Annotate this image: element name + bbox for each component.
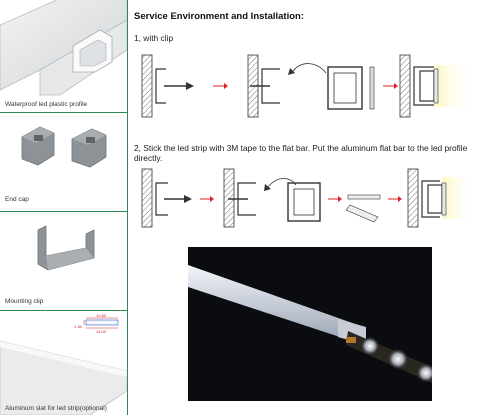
panel-divider bbox=[0, 112, 127, 113]
step-1-text: 1, with clip bbox=[134, 33, 174, 43]
arrow-icon bbox=[388, 196, 402, 202]
product-caption-profile: Waterproof led plastic profile bbox=[5, 101, 88, 108]
installed-led-photo bbox=[188, 247, 432, 401]
product-caption-slat: Aluminum slat for led strip(optional) bbox=[5, 405, 107, 412]
arrow-icon bbox=[328, 196, 342, 202]
aluminum-slat-image bbox=[0, 317, 127, 415]
panel-divider bbox=[0, 211, 127, 212]
step-2-text: 2, Stick the led strip with 3M tape to t… bbox=[134, 143, 468, 163]
column-divider bbox=[127, 0, 128, 415]
led-strip-drawing bbox=[345, 194, 381, 223]
wall-stage-2 bbox=[223, 168, 256, 228]
profile-clip-drawing bbox=[327, 66, 375, 110]
arrow-icon bbox=[383, 83, 398, 89]
end-cap-image bbox=[21, 126, 107, 168]
step-2-diagram bbox=[141, 168, 476, 228]
slat-top-width-dimension: 12.80 bbox=[96, 313, 107, 318]
wall-stage-3 bbox=[399, 54, 476, 118]
profile-drawing bbox=[287, 182, 321, 222]
arrow-icon bbox=[213, 83, 228, 89]
product-slat-panel: 1.35 12.80 14.00 Aluminum slat for led s… bbox=[0, 311, 127, 415]
panel-divider bbox=[0, 310, 127, 311]
product-caption-endcap: End cap bbox=[5, 196, 29, 203]
wall-stage-3 bbox=[407, 168, 476, 228]
product-clip-panel: Mounting clip bbox=[0, 212, 127, 310]
wall-stage-2 bbox=[247, 54, 280, 118]
step-1-diagram bbox=[141, 54, 476, 118]
product-column: Waterproof led plastic profile End cap bbox=[0, 0, 127, 415]
mounting-clip-image bbox=[37, 225, 95, 271]
wall-stage-1 bbox=[141, 168, 192, 228]
wall-stage-1 bbox=[141, 54, 194, 118]
slat-bottom-width-dimension: 14.00 bbox=[96, 329, 107, 334]
product-endcap-panel: End cap bbox=[0, 113, 127, 211]
product-profile-panel: Waterproof led plastic profile bbox=[0, 0, 127, 112]
profile-image bbox=[0, 0, 127, 96]
section-title: Service Environment and Installation: bbox=[134, 11, 304, 22]
slat-height-dimension: 1.35 bbox=[74, 324, 82, 329]
product-caption-clip: Mounting clip bbox=[5, 298, 44, 305]
arrow-icon bbox=[200, 196, 214, 202]
